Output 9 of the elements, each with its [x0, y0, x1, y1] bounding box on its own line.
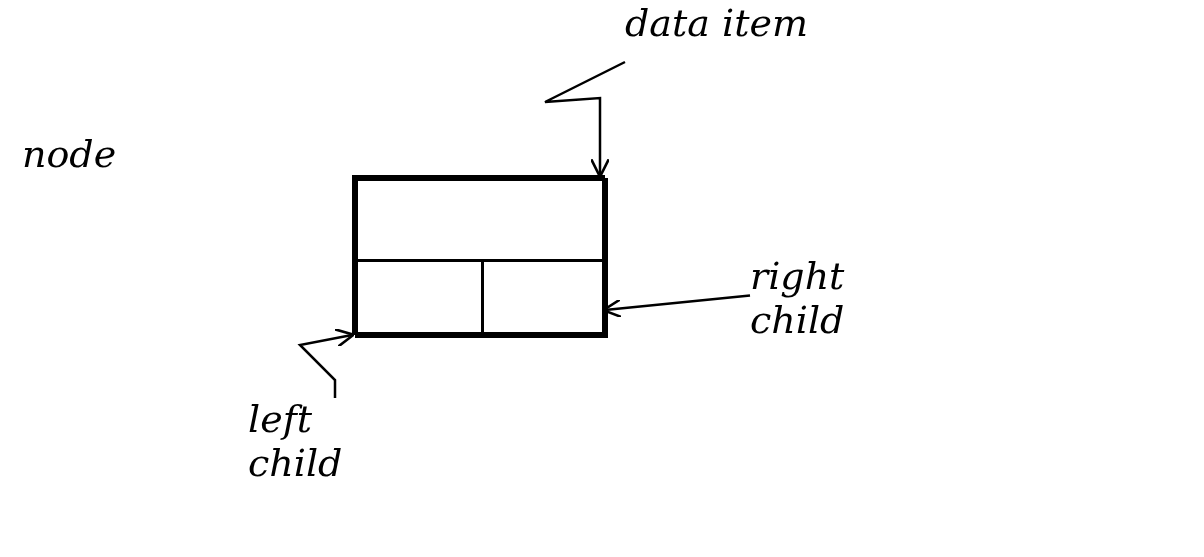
leader-label: left child	[248, 398, 344, 486]
field-cell	[355, 178, 608, 262]
node-box	[352, 175, 605, 335]
diagram-label: node	[22, 132, 117, 176]
leader-label: data item	[625, 2, 809, 46]
field-cell	[481, 259, 608, 338]
leader-label: right child	[750, 255, 846, 343]
leader-arrow	[297, 328, 356, 398]
field-cell	[355, 259, 484, 338]
